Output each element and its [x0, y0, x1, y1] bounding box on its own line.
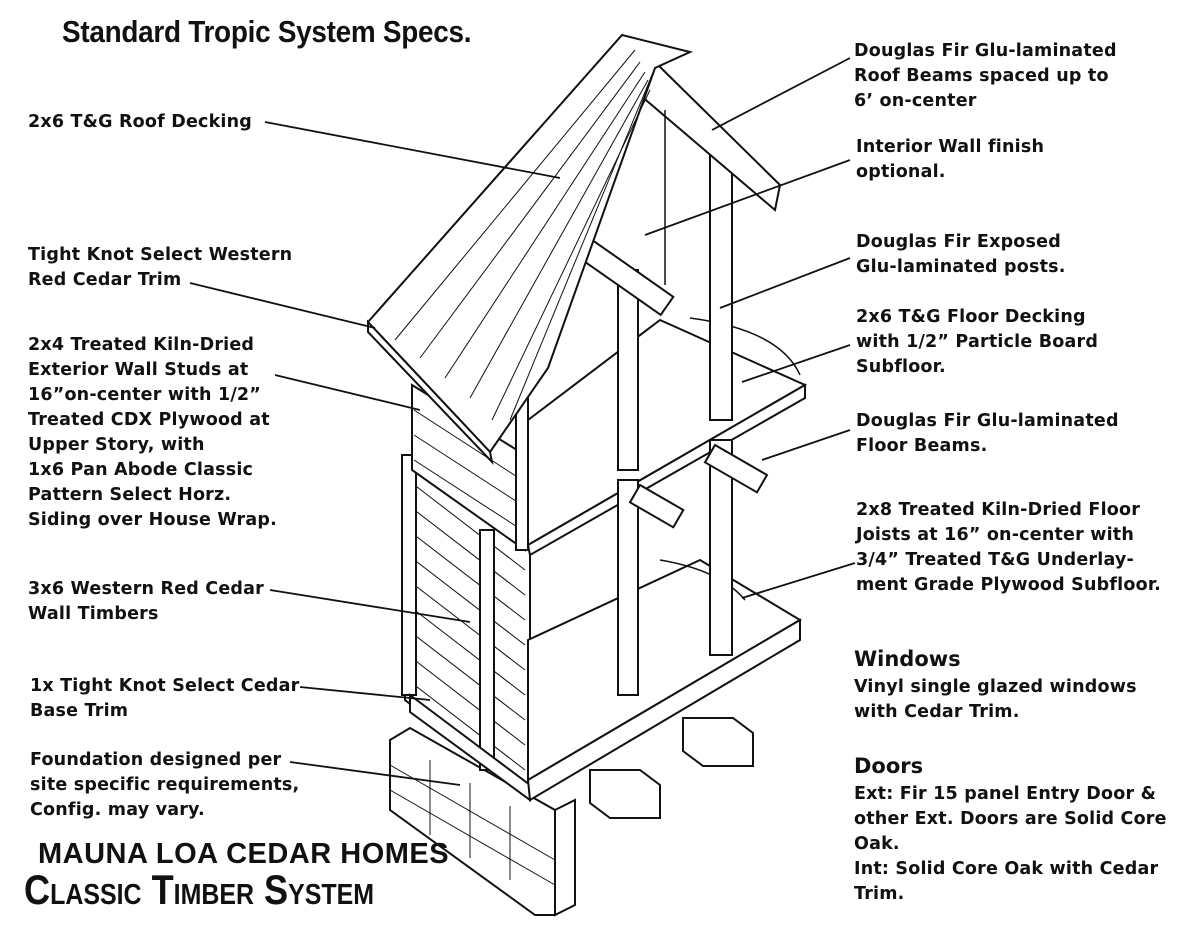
label-base-trim: 1x Tight Knot Select Cedar Base Trim — [30, 676, 300, 721]
lower-floor-edge — [526, 618, 801, 802]
label-roof-decking: 2x6 T&G Roof Decking — [28, 112, 253, 132]
system-name: Classic Timber System — [24, 866, 375, 913]
page-title: Standard Tropic System Specs. — [62, 14, 472, 49]
upper-floor-edge — [526, 383, 806, 557]
label-wall-studs: 2x4 Treated Kiln-Dried Exterior Wall Stu… — [28, 335, 277, 530]
brand-name: MAUNA LOA CEDAR HOMES — [38, 838, 450, 870]
label-interior-wall: Interior Wall finish optional. — [856, 137, 1045, 182]
label-floor-decking: 2x6 T&G Floor Decking with 1/2” Particle… — [856, 307, 1099, 377]
leader-lines — [189, 57, 856, 786]
roof-decking — [366, 33, 694, 466]
label-floor-joists: 2x8 Treated Kiln-Dried Floor Joists at 1… — [856, 500, 1162, 595]
label-wall-timbers: 3x6 Western Red Cedar Wall Timbers — [28, 579, 264, 624]
doors-heading: Doors — [854, 754, 924, 778]
windows-text: Vinyl single glazed windows with Cedar T… — [854, 677, 1137, 722]
label-floor-beams: Douglas Fir Glu-laminated Floor Beams. — [856, 411, 1119, 456]
lower-wall — [401, 453, 531, 802]
label-cedar-trim: Tight Knot Select Western Red Cedar Trim — [28, 245, 293, 290]
glulam-posts — [560, 139, 769, 696]
doors-text: Ext: Fir 15 panel Entry Door & other Ext… — [854, 784, 1167, 904]
foundation — [389, 717, 754, 917]
label-foundation: Foundation designed per site specific re… — [30, 750, 300, 820]
label-roof-beams: Douglas Fir Glu-laminated Roof Beams spa… — [854, 41, 1117, 111]
windows-heading: Windows — [854, 647, 961, 671]
label-glulam-posts: Douglas Fir Exposed Glu-laminated posts. — [856, 232, 1066, 277]
